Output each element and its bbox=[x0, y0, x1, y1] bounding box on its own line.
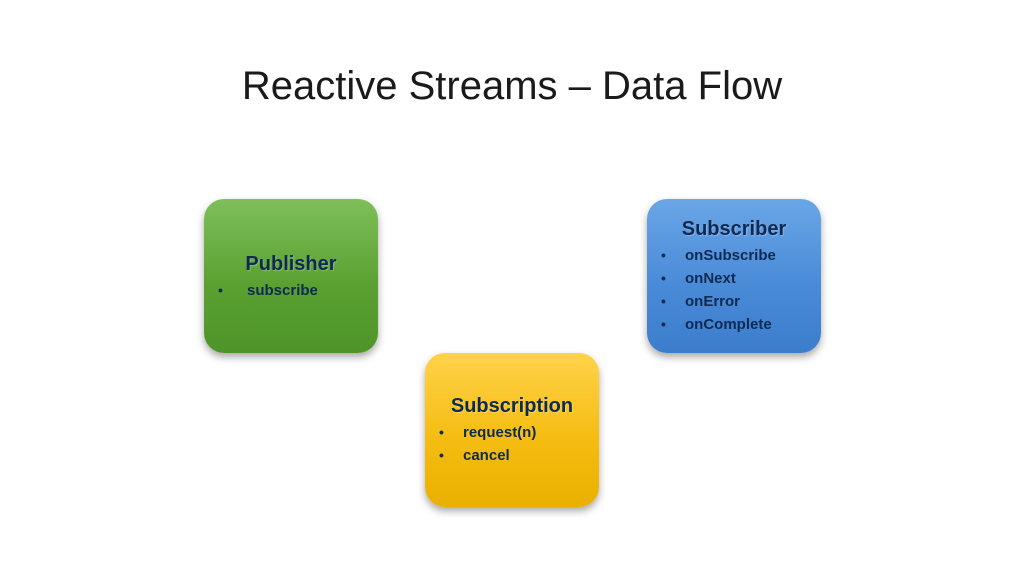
subscription-title: Subscription bbox=[450, 395, 574, 417]
bullet-icon: • bbox=[661, 316, 666, 332]
subscription-method-list: • request(n) • cancel bbox=[425, 421, 599, 467]
method-label: onComplete bbox=[685, 316, 772, 333]
subscription-box: Subscription • request(n) • cancel bbox=[425, 353, 599, 507]
slide-title: Reactive Streams – Data Flow bbox=[241, 64, 783, 108]
method-label: onNext bbox=[685, 270, 736, 287]
publisher-title: Publisher bbox=[245, 252, 337, 275]
list-item: • onNext bbox=[647, 267, 821, 290]
publisher-method-list: • subscribe bbox=[204, 279, 378, 302]
method-label: subscribe bbox=[247, 281, 318, 299]
subscriber-method-list: • onSubscribe • onNext • onError • onCom… bbox=[647, 244, 821, 336]
bullet-icon: • bbox=[439, 424, 444, 440]
bullet-icon: • bbox=[661, 270, 666, 286]
bullet-icon: • bbox=[661, 247, 666, 263]
publisher-box: Publisher • subscribe bbox=[204, 199, 378, 353]
list-item: • onComplete bbox=[647, 313, 821, 336]
method-label: onError bbox=[685, 293, 741, 310]
method-label: request(n) bbox=[463, 424, 537, 441]
bullet-icon: • bbox=[439, 447, 444, 463]
subscriber-box: Subscriber • onSubscribe • onNext • onEr… bbox=[647, 199, 821, 353]
list-item: • onError bbox=[647, 290, 821, 313]
bullet-icon: • bbox=[218, 281, 223, 298]
method-label: cancel bbox=[463, 447, 510, 464]
subscriber-title: Subscriber bbox=[681, 218, 787, 240]
list-item: • onSubscribe bbox=[647, 244, 821, 267]
method-label: onSubscribe bbox=[685, 247, 776, 264]
bullet-icon: • bbox=[661, 293, 666, 309]
list-item: • subscribe bbox=[204, 279, 378, 302]
list-item: • cancel bbox=[425, 444, 599, 467]
list-item: • request(n) bbox=[425, 421, 599, 444]
